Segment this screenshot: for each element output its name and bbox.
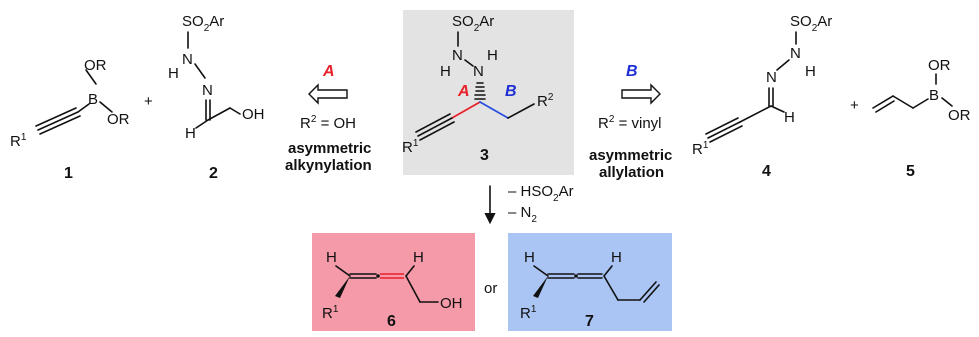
nh-hydrogen: H xyxy=(168,65,179,82)
svg-text:R1: R1 xyxy=(322,304,339,322)
svg-text:R2 = OH: R2 = OH xyxy=(300,114,356,132)
svg-text:R2: R2 xyxy=(537,92,554,110)
so2ar-label: SO xyxy=(790,13,812,30)
reaction-arrow-down: – HSO2Ar – N2 xyxy=(484,183,574,225)
hydrogen-1: H xyxy=(440,63,451,80)
so2ar-label: SO xyxy=(182,13,204,30)
loss-n2: – N xyxy=(508,204,531,221)
svg-text:R2 = vinyl: R2 = vinyl xyxy=(598,114,662,132)
compound-number-6: 6 xyxy=(387,313,396,330)
boron-label: B xyxy=(88,91,98,108)
retro-arrow-right: B R2 = vinyl asymmetric allylation xyxy=(589,63,672,181)
svg-text:R1: R1 xyxy=(692,140,709,158)
hydrogen-2: H xyxy=(611,249,622,266)
svg-text:– HSO2Ar: – HSO2Ar xyxy=(508,183,574,204)
caption-asymmetric-left: asymmetric xyxy=(288,140,371,157)
compound-number-7: 7 xyxy=(585,313,594,330)
boron-label: B xyxy=(929,87,939,104)
condition-r2-oh: R xyxy=(300,115,311,132)
caption-asymmetric-right: asymmetric xyxy=(589,147,672,164)
plus-sign-left: + xyxy=(144,93,153,110)
compound-2: SO2Ar N H N H OH 2 xyxy=(168,13,265,182)
compound-3: SO2Ar N N H H R1 R2 A B 3 xyxy=(402,13,554,164)
product-7-box xyxy=(508,233,672,331)
nh-hydrogen: H xyxy=(805,63,816,80)
imine-hydrogen: H xyxy=(784,109,795,126)
compound-1: B OR OR R1 1 xyxy=(10,57,130,182)
svg-text:R1: R1 xyxy=(520,304,537,322)
r1-label: R xyxy=(520,305,531,322)
plus-sign-right: + xyxy=(850,97,859,114)
compound-number-2: 2 xyxy=(209,165,218,182)
hydroxyl-label: OH xyxy=(440,295,463,312)
compound-number-5: 5 xyxy=(906,163,915,180)
caption-alkynylation: alkynylation xyxy=(285,157,372,174)
center-box xyxy=(403,10,574,175)
svg-text:SO2Ar: SO2Ar xyxy=(182,13,224,34)
solid-wedge xyxy=(533,276,548,298)
hydrogen-2: H xyxy=(487,47,498,64)
hashed-wedge-bond xyxy=(474,82,486,100)
compound-number-1: 1 xyxy=(64,165,73,182)
hydrogen-1: H xyxy=(524,249,535,266)
r1-superscript: 1 xyxy=(21,132,27,143)
r1-label: R xyxy=(10,133,21,150)
loss-hso2ar: – HSO xyxy=(508,183,553,200)
so2ar-label: SO xyxy=(452,13,474,30)
or-bottom-label: OR xyxy=(948,107,971,124)
caption-allylation: allylation xyxy=(599,164,664,181)
imine-hydrogen: H xyxy=(185,125,196,142)
nitrogen-2: N xyxy=(473,63,484,80)
or-bottom-label: OR xyxy=(107,111,130,128)
svg-text:R1: R1 xyxy=(402,138,419,156)
compound-6: H R1 H OH 6 xyxy=(322,249,463,330)
disconnection-label-a: A xyxy=(322,63,335,80)
r1-label: R xyxy=(322,305,333,322)
bond-a-red xyxy=(451,101,481,119)
bond-b-blue xyxy=(479,101,509,119)
or-word: or xyxy=(484,280,497,297)
nitrogen-1: N xyxy=(452,47,463,64)
or-top-label: OR xyxy=(84,57,107,74)
product-6-box xyxy=(312,233,475,331)
imine-nitrogen: N xyxy=(766,69,777,86)
bond-a-label: A xyxy=(457,83,470,100)
svg-text:R1: R1 xyxy=(10,132,27,150)
svg-text:SO2Ar: SO2Ar xyxy=(452,13,494,34)
nh-nitrogen: N xyxy=(790,45,801,62)
imine-nitrogen: N xyxy=(202,82,213,99)
compound-5: B OR OR 5 xyxy=(872,57,971,180)
r2-label: R xyxy=(537,93,548,110)
r1-label: R xyxy=(402,139,413,156)
hydroxyl-label: OH xyxy=(242,106,265,123)
compound-4: SO2Ar N H N H R1 4 xyxy=(692,13,832,180)
compound-number-3: 3 xyxy=(480,147,489,164)
hydrogen-1: H xyxy=(326,249,337,266)
r1-label: R xyxy=(692,141,703,158)
svg-text:SO2Ar: SO2Ar xyxy=(790,13,832,34)
retro-arrow-left: A R2 = OH asymmetric alkynylation xyxy=(285,63,372,174)
condition-r2-vinyl: R xyxy=(598,115,609,132)
or-top-label: OR xyxy=(928,57,951,74)
hydrogen-2: H xyxy=(413,249,424,266)
bond-b-label: B xyxy=(505,83,517,100)
compound-number-4: 4 xyxy=(762,163,771,180)
solid-wedge xyxy=(335,276,350,298)
compound-7: H R1 H 7 xyxy=(520,249,660,330)
nh-nitrogen: N xyxy=(182,51,193,68)
disconnection-label-b: B xyxy=(626,63,638,80)
svg-text:– N2: – N2 xyxy=(508,204,537,225)
